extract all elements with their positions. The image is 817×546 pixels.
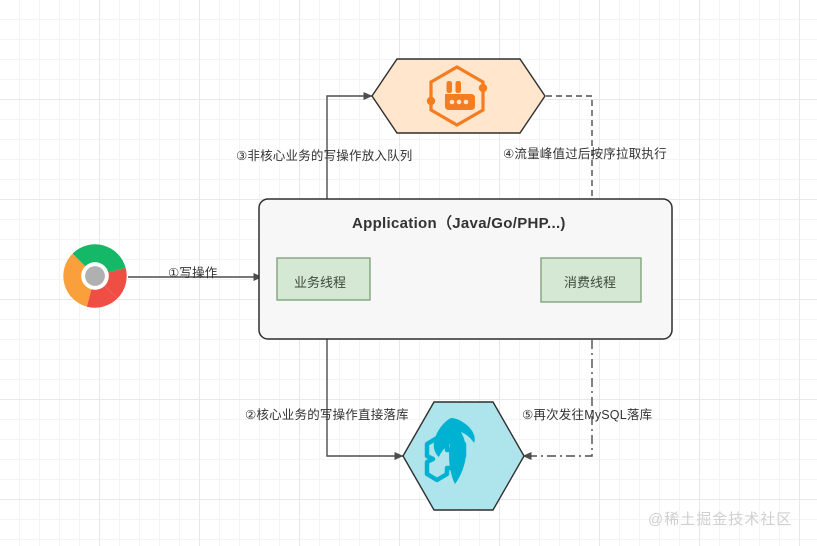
application-container (258, 198, 673, 340)
mysql-dolphin-icon (424, 418, 475, 484)
consumer-thread-node[interactable] (540, 257, 642, 303)
edge-core-direct-db (326, 300, 404, 460)
watermark: @稀土掘金技术社区 (648, 511, 793, 528)
chrome-logo-icon (62, 243, 128, 309)
edge-label-enqueue-noncore: ③非核心业务的写操作放入队列 (236, 149, 413, 163)
edge-label-resend-mysql: ⑤再次发往MySQL落库 (522, 408, 653, 422)
edge-label-write-operation: ①写操作 (168, 266, 218, 280)
edge-resend-mysql (522, 302, 593, 460)
rabbitmq-logo-icon (426, 65, 488, 127)
edge-label-core-direct-db: ②核心业务的写操作直接落库 (245, 408, 409, 422)
business-thread-node[interactable] (276, 257, 371, 301)
edge-label-pull-after-peak: ④流量峰值过后按序拉取执行 (503, 147, 667, 161)
